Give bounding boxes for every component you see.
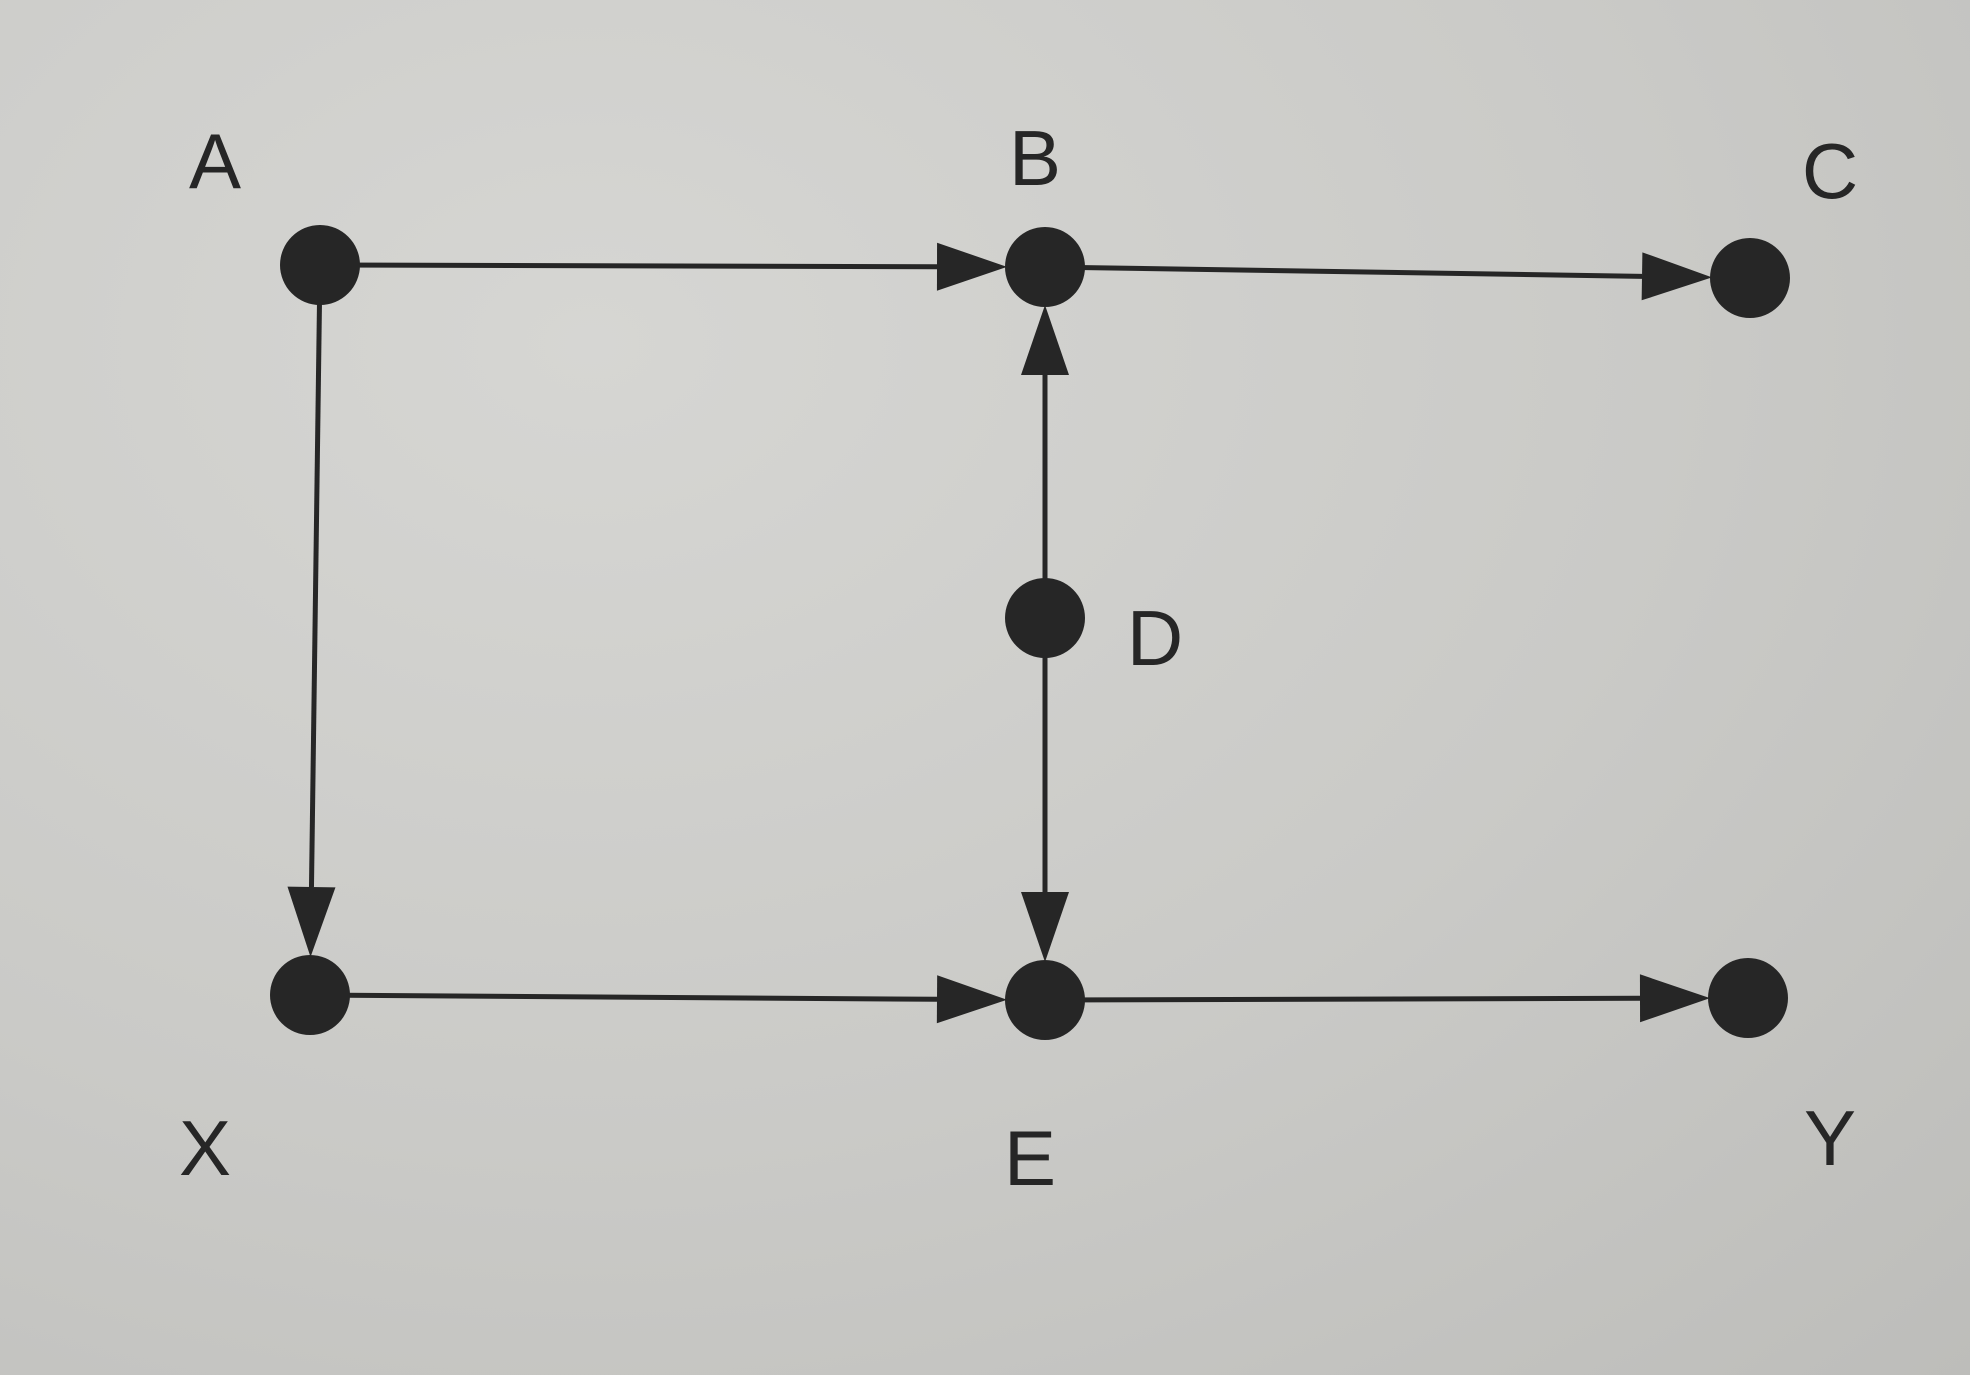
nodes-layer <box>270 225 1790 1040</box>
arrowhead-e-y <box>1639 974 1711 1023</box>
edge-a-b <box>319 262 938 270</box>
node-a <box>280 225 360 305</box>
node-label-e: E <box>1004 1114 1056 1202</box>
node-label-b: B <box>1009 114 1061 202</box>
arrowhead-b-c <box>1641 252 1713 301</box>
edge-b-c <box>1044 264 1643 279</box>
node-x <box>270 955 350 1035</box>
node-label-c: C <box>1802 127 1858 215</box>
node-e <box>1005 960 1085 1040</box>
edge-x-e <box>309 992 938 1002</box>
arrowhead-a-b <box>936 242 1008 291</box>
labels-layer: A B C D X E Y <box>179 114 1858 1202</box>
node-label-x: X <box>179 1104 231 1192</box>
node-d <box>1005 578 1085 658</box>
edges-layer <box>287 242 1713 1024</box>
arrowhead-d-e <box>1021 892 1069 962</box>
arrowhead-a-x <box>287 886 336 958</box>
arrowhead-x-e <box>936 975 1008 1024</box>
node-label-a: A <box>189 117 241 205</box>
node-c <box>1710 238 1790 318</box>
node-label-y: Y <box>1804 1094 1856 1182</box>
edge-e-y <box>1044 995 1641 1003</box>
node-label-d: D <box>1127 594 1183 682</box>
node-y <box>1708 958 1788 1038</box>
arrowhead-d-b <box>1021 305 1069 375</box>
node-b <box>1005 227 1085 307</box>
edge-a-x <box>308 264 323 888</box>
